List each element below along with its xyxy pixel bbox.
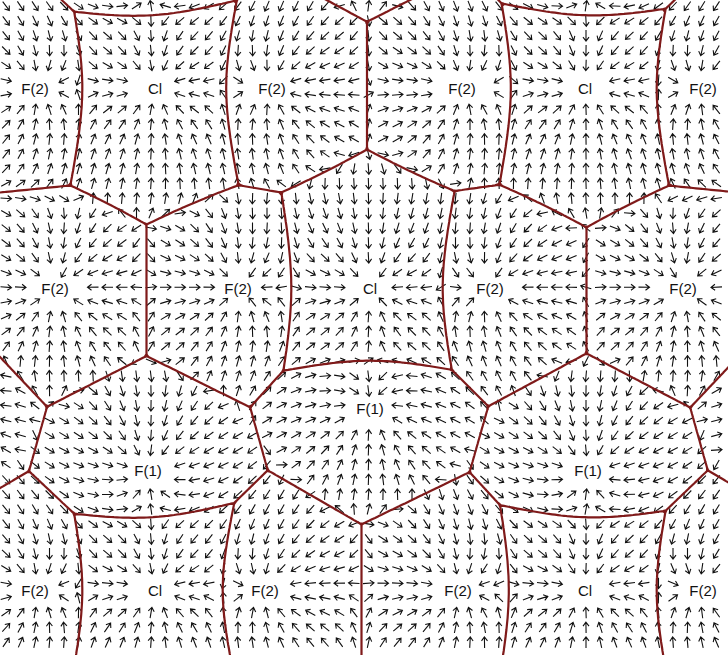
atom-label: F(2) [39, 279, 71, 298]
atom-label: F(1) [572, 461, 604, 480]
atom-label: Cl [146, 581, 164, 600]
atom-label: F(2) [474, 279, 506, 298]
atom-label: F(2) [446, 79, 478, 98]
atom-label: F(2) [19, 79, 51, 98]
atom-label: F(2) [442, 581, 474, 600]
atom-label: F(1) [132, 461, 164, 480]
atom-label: F(2) [256, 79, 288, 98]
atom-label: Cl [361, 279, 379, 298]
atom-label: F(2) [249, 581, 281, 600]
atom-label: F(2) [687, 79, 719, 98]
atom-label: Cl [146, 79, 164, 98]
atom-label: F(2) [667, 279, 699, 298]
atom-label: F(2) [222, 279, 254, 298]
atom-label: F(1) [354, 399, 386, 418]
atom-label: Cl [576, 79, 594, 98]
atom-label: F(2) [19, 581, 51, 600]
atom-label: F(2) [687, 581, 719, 600]
atom-label: Cl [576, 581, 594, 600]
